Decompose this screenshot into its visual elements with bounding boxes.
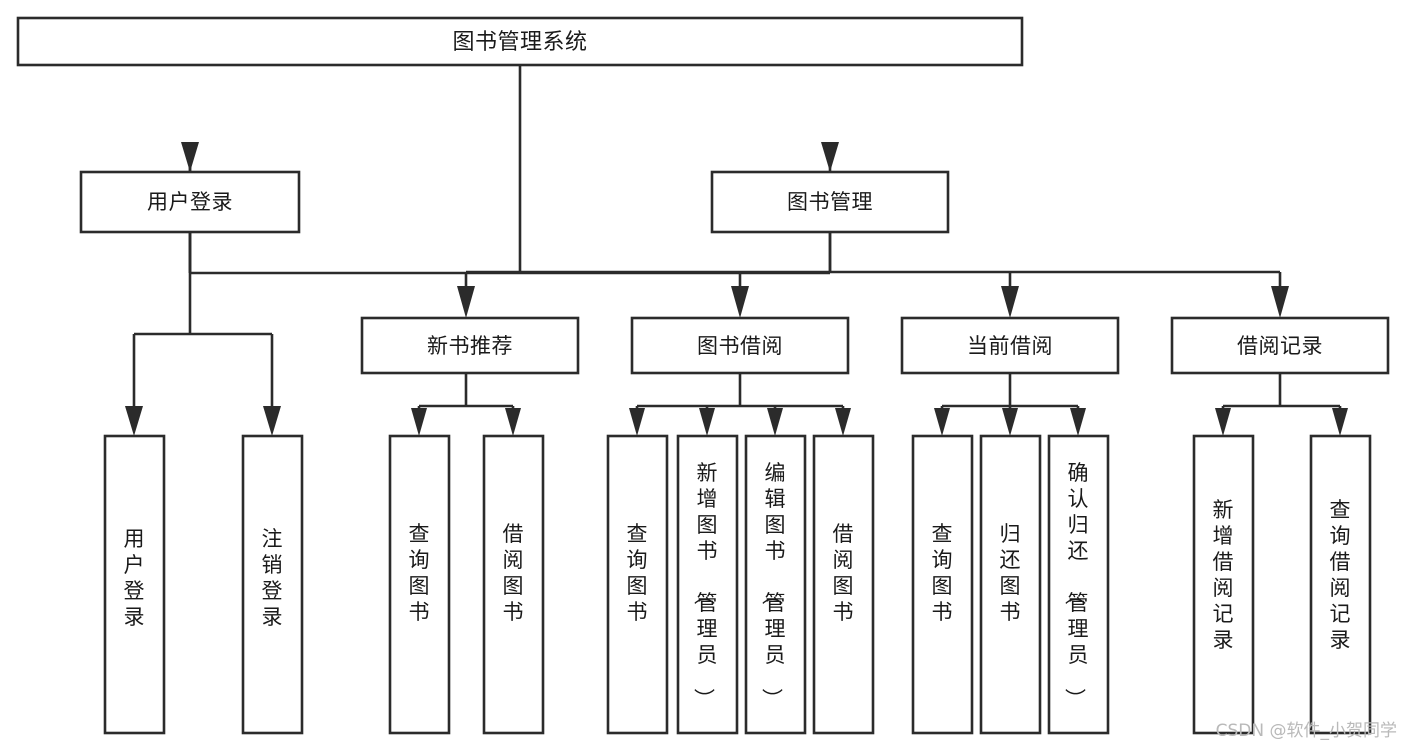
arrow-head-leaf-add-book [699, 408, 715, 436]
arrow-head-borrow-record [1271, 286, 1289, 318]
arrow-head-leaf-query-book-2 [629, 408, 645, 436]
leaf-edit-book-label: 编辑图书（管理员） [760, 461, 786, 709]
node-new-book-recommend[interactable]: 新书推荐 [360, 316, 580, 375]
leaf-query-book-2[interactable]: 查询图书 [606, 434, 669, 735]
arrow-head-leaf-confirm-return [1070, 408, 1086, 436]
leaf-add-book-box[interactable] [676, 434, 739, 735]
leaf-query-record-label: 查询借阅记录 [1330, 498, 1351, 652]
node-user-login[interactable]: 用户登录 [79, 170, 301, 234]
node-book-manage[interactable]: 图书管理 [710, 170, 950, 234]
arrow-head-leaf-query-book-1 [411, 408, 427, 436]
leaf-query-book-2-box[interactable] [606, 434, 669, 735]
arrow-head-leaf-return-book [1002, 408, 1018, 436]
arrow-head-leaf-query-record [1332, 408, 1348, 436]
arrow-head-leaf-borrow-book-1 [505, 408, 521, 436]
node-book-borrow[interactable]: 图书借阅 [630, 316, 850, 375]
leaf-logout-login[interactable]: 注销登录 [241, 434, 304, 735]
node-book-borrow-box[interactable] [630, 316, 850, 375]
node-borrow-record-label: 借阅记录 [1237, 334, 1323, 358]
leaf-borrow-book-2-box[interactable] [812, 434, 875, 735]
csdn-watermark: CSDN @软件_小贺同学 [1215, 721, 1397, 741]
node-root[interactable]: 图书管理系统 [16, 16, 1024, 67]
node-current-borrow[interactable]: 当前借阅 [900, 316, 1120, 375]
arrow-head-user-login [181, 142, 199, 172]
arrow-head-leaf-add-record [1215, 408, 1231, 436]
node-root-label: 图书管理系统 [452, 30, 587, 55]
connector-layer [125, 65, 1348, 436]
node-book-manage-box[interactable] [710, 170, 950, 234]
node-borrow-record-box[interactable] [1170, 316, 1390, 375]
leaf-confirm-return[interactable]: 确认归还（管理员） [1047, 434, 1110, 735]
node-new-book-recommend-label: 新书推荐 [427, 334, 513, 358]
arrow-head-leaf-user-login [125, 406, 143, 436]
node-book-borrow-label: 图书借阅 [697, 334, 783, 358]
node-user-login-label: 用户登录 [147, 190, 233, 214]
leaf-add-record-box[interactable] [1192, 434, 1255, 735]
leaf-query-book-3[interactable]: 查询图书 [911, 434, 974, 735]
leaf-query-record-box[interactable] [1309, 434, 1372, 735]
leaf-borrow-book-1-box[interactable] [482, 434, 545, 735]
arrow-head-leaf-query-book-3 [934, 408, 950, 436]
leaf-user-login[interactable]: 用户登录 [103, 434, 166, 735]
arrow-head-new-book-recommend [457, 286, 475, 318]
leaf-add-book[interactable]: 新增图书（管理员） [676, 434, 739, 735]
leaf-return-book-box[interactable] [979, 434, 1042, 735]
leaf-return-book[interactable]: 归还图书 [979, 434, 1042, 735]
leaf-query-book-3-label: 查询图书 [932, 522, 953, 624]
leaf-borrow-book-2-label: 借阅图书 [833, 522, 854, 624]
leaf-borrow-book-1-label: 借阅图书 [503, 522, 524, 624]
leaf-query-book-1[interactable]: 查询图书 [388, 434, 451, 735]
leaf-query-book-2-label: 查询图书 [627, 522, 648, 624]
arrow-head-book-borrow [731, 286, 749, 318]
leaf-logout-login-box[interactable] [241, 434, 304, 735]
leaf-edit-book[interactable]: 编辑图书（管理员） [744, 434, 807, 735]
leaf-borrow-book-2[interactable]: 借阅图书 [812, 434, 875, 735]
node-root-box[interactable] [16, 16, 1024, 67]
node-borrow-record[interactable]: 借阅记录 [1170, 316, 1390, 375]
leaf-query-book-1-box[interactable] [388, 434, 451, 735]
leaf-add-record-label: 新增借阅记录 [1213, 498, 1234, 652]
leaf-add-record[interactable]: 新增借阅记录 [1192, 434, 1255, 735]
leaf-user-login-box[interactable] [103, 434, 166, 735]
arrow-head-current-borrow [1001, 286, 1019, 318]
node-current-borrow-box[interactable] [900, 316, 1120, 375]
leaf-confirm-return-label: 确认归还（管理员） [1063, 461, 1089, 709]
leaf-confirm-return-box[interactable] [1047, 434, 1110, 735]
leaf-logout-login-label: 注销登录 [262, 527, 283, 629]
arrow-head-leaf-edit-book [767, 408, 783, 436]
leaf-borrow-book-1[interactable]: 借阅图书 [482, 434, 545, 735]
leaf-edit-book-box[interactable] [744, 434, 807, 735]
node-user-login-box[interactable] [79, 170, 301, 234]
node-current-borrow-label: 当前借阅 [967, 334, 1053, 358]
arrow-head-book-manage [821, 142, 839, 172]
leaf-query-book-1-label: 查询图书 [409, 522, 430, 624]
node-book-manage-label: 图书管理 [787, 190, 873, 214]
leaf-user-login-label: 用户登录 [124, 527, 145, 629]
arrow-head-leaf-borrow-book-2 [835, 408, 851, 436]
node-new-book-recommend-box[interactable] [360, 316, 580, 375]
leaf-return-book-label: 归还图书 [1000, 522, 1021, 624]
leaf-query-book-3-box[interactable] [911, 434, 974, 735]
arrow-head-leaf-logout-login [263, 406, 281, 436]
leaf-query-record[interactable]: 查询借阅记录 [1309, 434, 1372, 735]
leaf-add-book-label: 新增图书（管理员） [692, 461, 718, 709]
